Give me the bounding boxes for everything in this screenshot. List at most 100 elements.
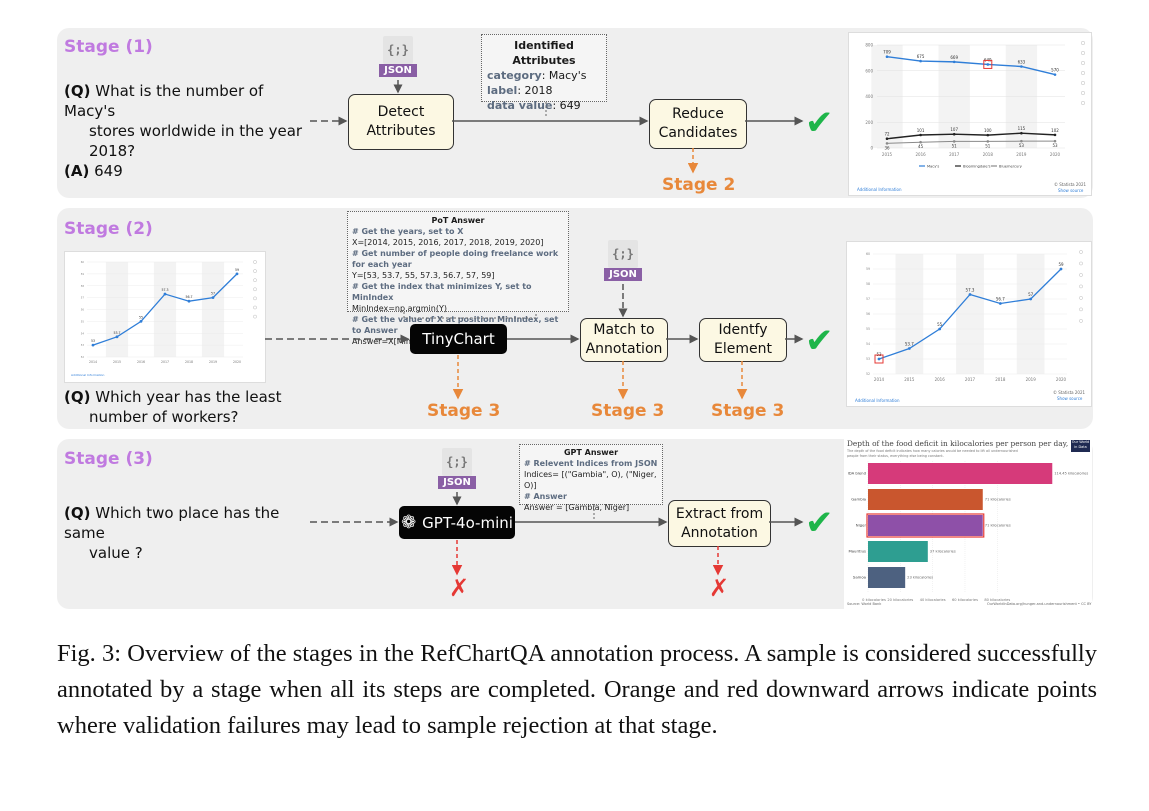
chart3-xtick: 60 kilocalories: [952, 598, 978, 602]
chart2-data-label: 59: [1058, 262, 1064, 267]
chart1-xtick: 2016: [916, 152, 927, 157]
chart2-xtick: 2016: [935, 377, 946, 382]
chart1-point: [885, 142, 889, 145]
chart1-xtick: 2015: [882, 152, 893, 157]
json-file-icon: {;} JSON: [379, 36, 417, 80]
a-label: (A): [64, 162, 90, 180]
code-line: X=[2014, 2015, 2016, 2017, 2018, 2019, 2…: [352, 238, 544, 247]
chart2-ytick: 59: [866, 267, 870, 271]
chart2-xtick: 2019: [1026, 377, 1037, 382]
chart1-toolbar-icon: [1080, 80, 1086, 86]
chart2-point: [91, 343, 95, 347]
chart1-point: [885, 137, 889, 141]
stage3-label: Stage 3: [427, 401, 501, 421]
chart2-point: [877, 357, 881, 361]
chart2-point: [139, 319, 143, 323]
chart1-point: [919, 140, 922, 144]
chart1-data-label: 53: [1019, 143, 1025, 148]
chart2-ytick: 52: [866, 372, 870, 376]
chart1-data-label: 633: [1018, 60, 1026, 65]
stage2-question: (Q) Which year has the least number of w…: [64, 388, 282, 426]
chart1-point: [952, 140, 956, 143]
chart2-ytick: 52: [81, 355, 85, 359]
chart3-category-label: Niger: [856, 523, 867, 528]
answer-text: 649: [94, 162, 123, 180]
chart2-point: [998, 302, 1002, 305]
chart1-point: [1053, 73, 1057, 76]
chart2-xtick: 2020: [1056, 377, 1067, 382]
chart2-toolbar-icon: [1079, 307, 1083, 312]
code-line: Answer=X[MinIndex]: [352, 337, 437, 346]
chart1-toolbar-icon: [1080, 100, 1086, 106]
chart2-point: [187, 299, 191, 303]
chart1-data-label: 45: [918, 144, 924, 149]
chart2-toolbar-icon: [253, 278, 257, 283]
chart3-bar: [868, 463, 1053, 484]
chart1-point: [1020, 131, 1023, 135]
chart2-toolbar-icon: [253, 287, 257, 292]
chart1-point: [1053, 139, 1057, 143]
chart2-xtick: 2014: [89, 360, 97, 364]
chart2-toolbar-icon: [253, 296, 257, 301]
chart3-highlight-box: [866, 513, 985, 538]
chart2-small-footer: Additional Information: [71, 373, 105, 377]
chart2-footer-right: © Statista 2021: [1053, 390, 1086, 395]
chart2-source-link: Show source: [1057, 396, 1083, 401]
chart2-xtick: 2014: [874, 377, 885, 382]
json-file-icon: {;} JSON: [438, 448, 476, 492]
chart1-xtick: 2018: [983, 152, 994, 157]
chart1-series-line: [886, 132, 1056, 140]
chart1-data-label: 102: [1051, 128, 1059, 133]
question-line: stores worldwide in the year: [89, 122, 303, 140]
chart1-ytick: 0: [870, 146, 873, 151]
attributes-title: Identified Attributes: [512, 39, 576, 67]
chart1-data-label: 51: [952, 143, 958, 148]
chart3-category-label: IDA blend: [848, 471, 867, 476]
chart1-legend-label: Macy's: [927, 165, 939, 169]
success-check-icon: ✔: [805, 321, 834, 361]
chart1-footer-right: © Statista 2021: [1054, 182, 1087, 187]
chart2-ytick: 57: [866, 297, 870, 301]
chart1-point: [885, 55, 889, 59]
success-check-icon: ✔: [805, 103, 834, 143]
openai-logo-icon: ❁: [401, 512, 417, 533]
chart1-footer-left: Additional Information: [857, 187, 902, 192]
rejection-x-icon: ✗: [709, 574, 730, 602]
chart2-ytick: 57: [81, 296, 85, 300]
chart1-ytick: 400: [865, 94, 873, 99]
code-line: # Get the years, set to X: [352, 227, 464, 236]
chart1-data-label: 53: [1052, 143, 1058, 148]
stage3-label: Stage 3: [711, 401, 785, 421]
chart1-ytick: 800: [865, 43, 873, 48]
stage3-label: Stage 3: [591, 401, 665, 421]
chart2-xtick: 2015: [904, 377, 915, 382]
rejection-x-icon: ✗: [449, 574, 470, 602]
chart1-toolbar-icon: [1080, 50, 1086, 56]
chart2-ytick: 60: [81, 260, 85, 264]
question-line: What is the number of Macy's: [64, 82, 264, 120]
chart2-toolbar-icon: [1079, 273, 1083, 277]
chart1-source-link: Show source: [1058, 188, 1084, 193]
chart2-point: [235, 272, 239, 276]
chart2-xtick: 2017: [965, 377, 976, 382]
chart3-value-label: 71 kilocalories: [985, 524, 1011, 528]
chart2-xtick: 2020: [233, 360, 241, 364]
chart2-xtick: 2018: [995, 377, 1006, 382]
chart1-highlight-box: [983, 59, 993, 69]
json-file-icon: {;} JSON: [604, 240, 642, 284]
chart3-license: OurWorldInData.org/hunger-and-undernouri…: [987, 602, 1092, 606]
chart3-category-label: Gambia: [851, 497, 866, 502]
chart3-subtitle: The depth of the food deficit indicates …: [847, 449, 1018, 458]
chart2-toolbar-icon: [1079, 261, 1083, 266]
code-line: # Answer: [524, 492, 567, 501]
